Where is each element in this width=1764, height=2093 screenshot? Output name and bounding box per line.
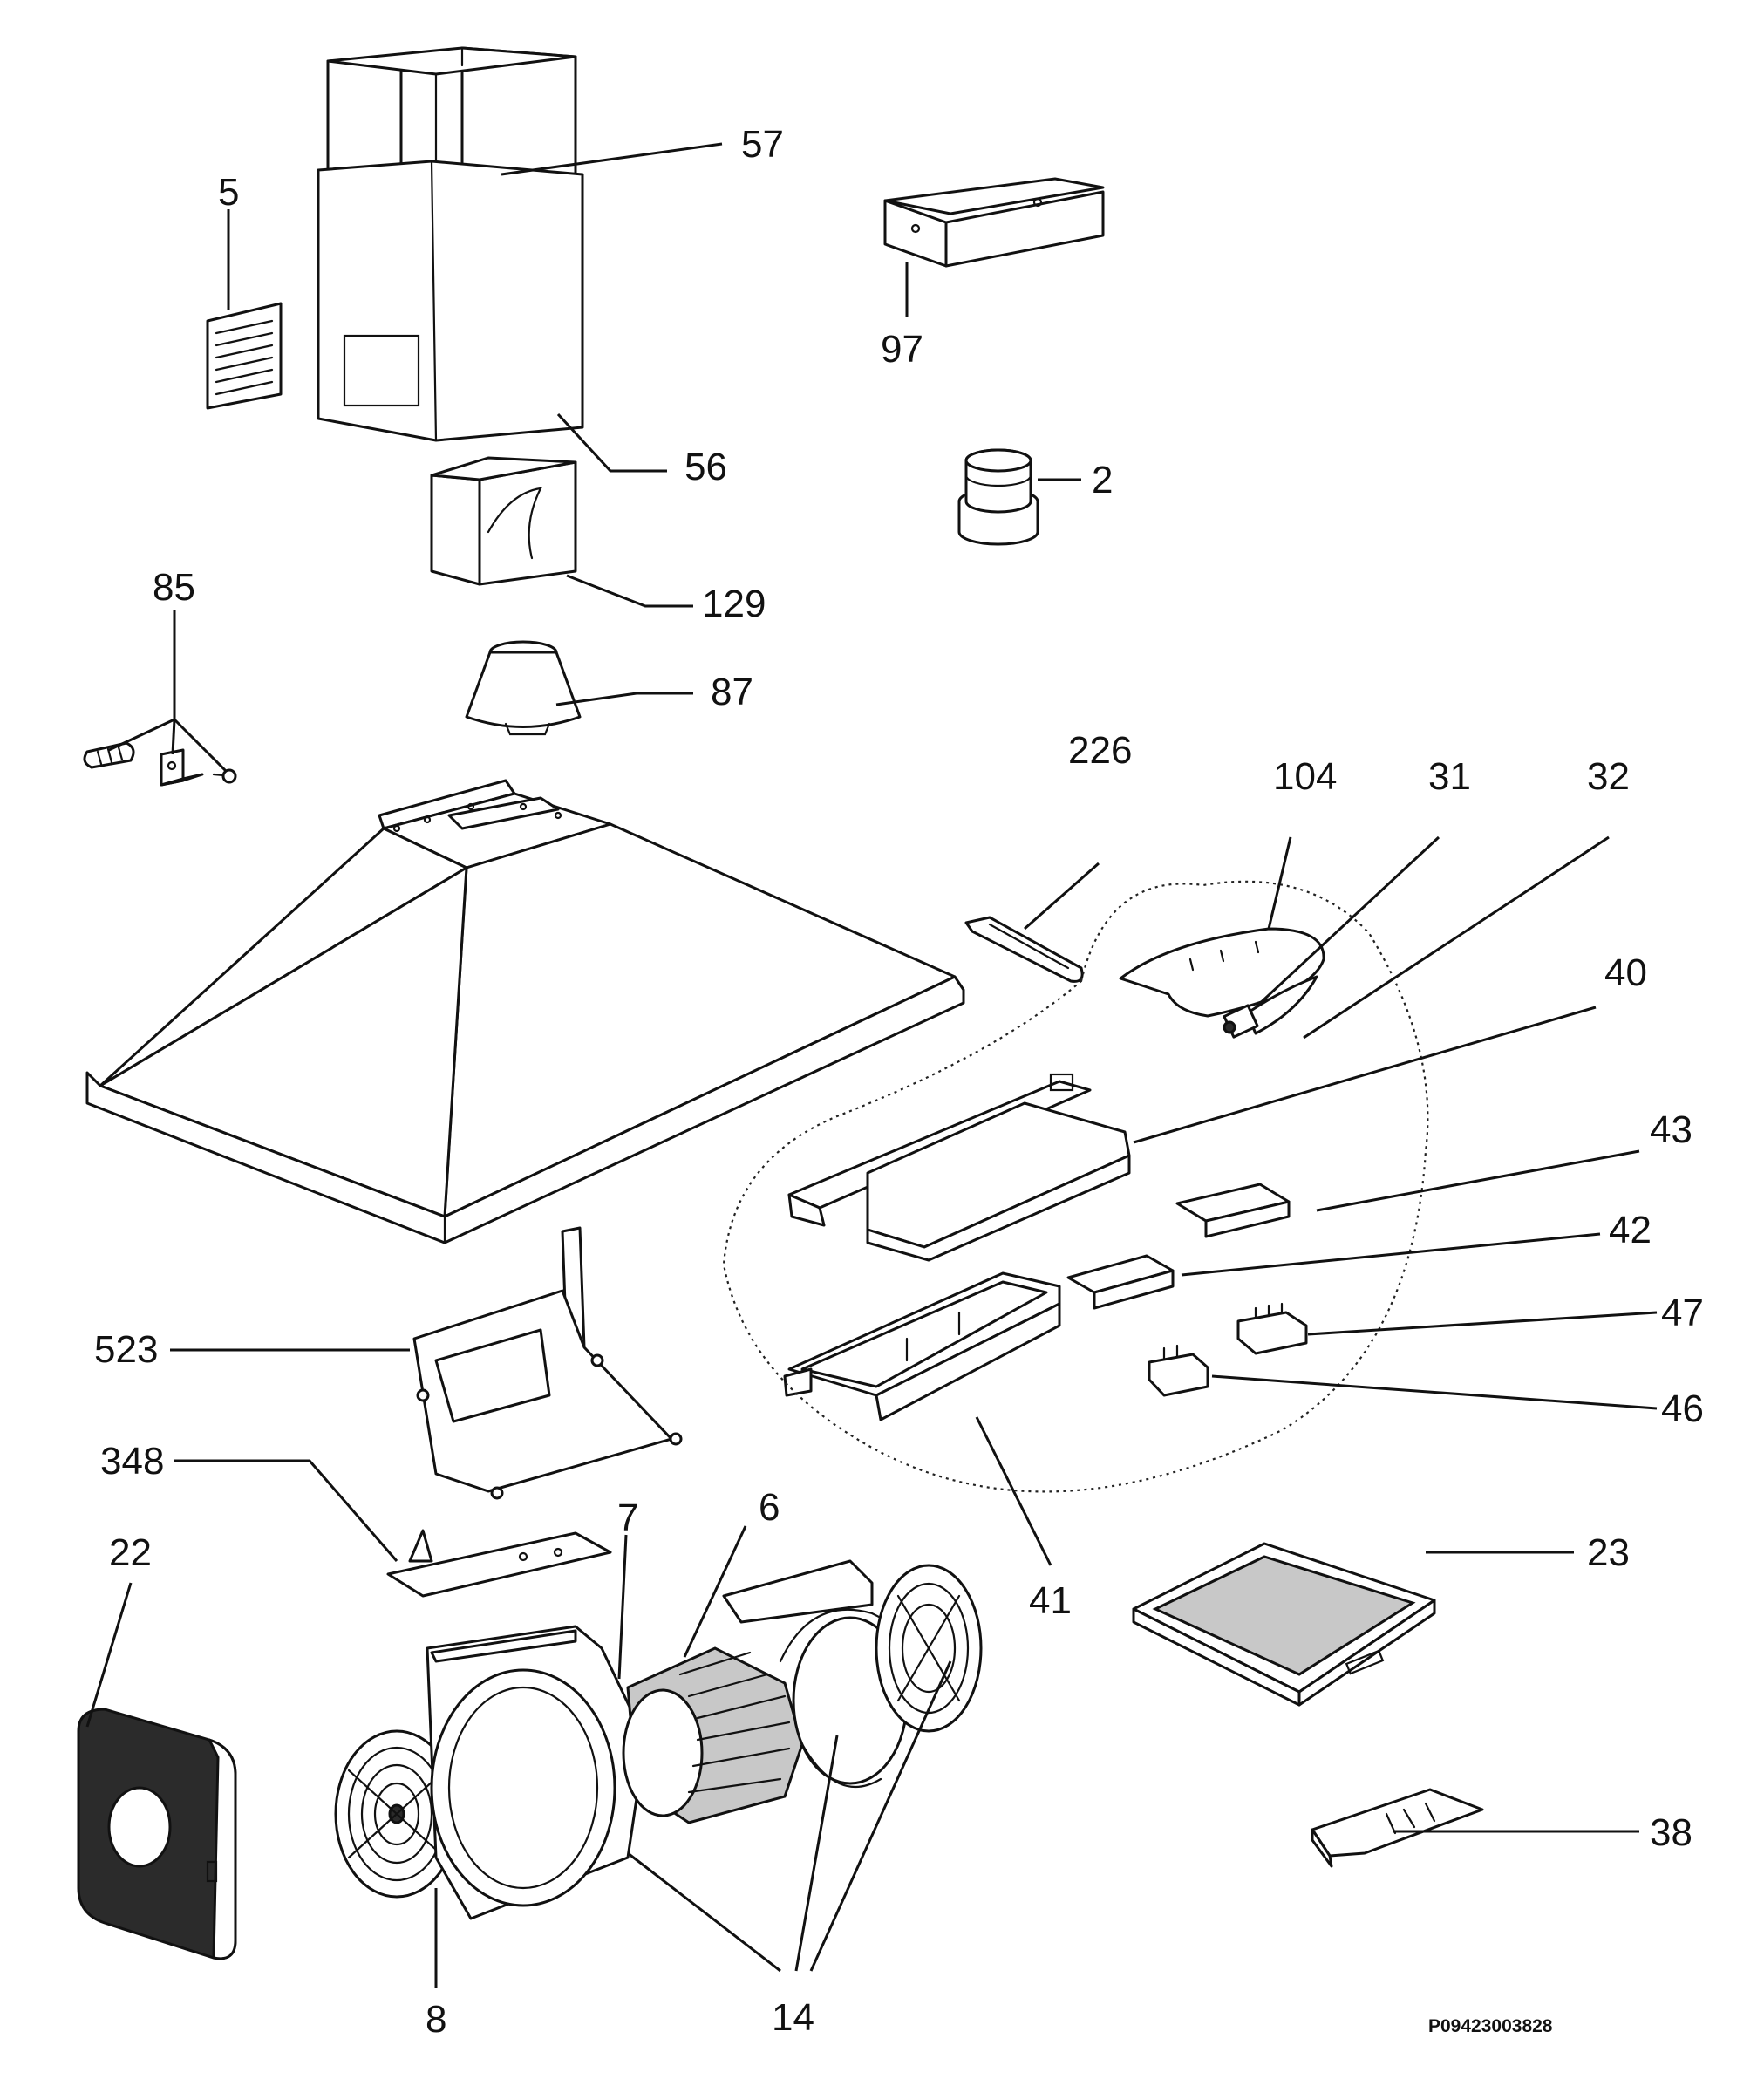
cover-plate-part	[1311, 1788, 1484, 1868]
switch-b-part	[1148, 1344, 1209, 1397]
callout-38: 38	[1650, 1811, 1692, 1854]
motor-bracket-part	[412, 1226, 683, 1500]
rear-fan-grille-part	[875, 1564, 983, 1733]
callout-348: 348	[100, 1440, 164, 1483]
callout-129: 129	[702, 583, 766, 625]
fixing-kit-part	[83, 741, 237, 787]
base-plate-part	[386, 1529, 612, 1598]
light-housing-part	[787, 1073, 1131, 1262]
leader-lines	[85, 142, 1658, 1988]
lens-a-part	[1175, 1183, 1291, 1238]
upper-chimney-part	[326, 46, 577, 181]
candle-bulb-part	[1223, 975, 1318, 1039]
lens-b-part	[1066, 1254, 1175, 1310]
control-tray-part	[783, 1271, 1061, 1421]
callout-labels: 57 5 97 56 2 129 85 87 226 104 31 32 40 …	[94, 123, 1704, 2041]
switch-a-part	[1236, 1302, 1308, 1355]
lower-chimney-part	[317, 160, 584, 442]
callout-32: 32	[1587, 755, 1630, 798]
callout-22: 22	[109, 1531, 152, 1574]
callout-2: 2	[1092, 459, 1113, 501]
grease-filter-part	[1132, 1542, 1436, 1707]
callout-8: 8	[426, 1998, 446, 2041]
callout-23: 23	[1587, 1531, 1630, 1574]
callout-97: 97	[881, 328, 923, 371]
callout-57: 57	[741, 123, 784, 166]
callout-6: 6	[759, 1486, 780, 1529]
callout-47: 47	[1661, 1292, 1704, 1334]
drawing-code: P09423003828	[1428, 2016, 1553, 2036]
callout-31: 31	[1428, 755, 1471, 798]
duct-adaptor-part	[957, 448, 1039, 546]
callout-56: 56	[684, 446, 727, 488]
callout-40: 40	[1604, 951, 1647, 994]
callout-14: 14	[772, 1996, 814, 2039]
lamp-strip-part	[964, 916, 1084, 983]
callout-85: 85	[153, 566, 195, 609]
conical-connector-part	[465, 640, 582, 736]
callout-42: 42	[1609, 1209, 1652, 1251]
callout-43: 43	[1650, 1108, 1692, 1151]
callout-226: 226	[1068, 729, 1132, 772]
callout-5: 5	[218, 171, 239, 214]
callout-87: 87	[711, 671, 753, 713]
callout-41: 41	[1029, 1579, 1072, 1622]
motor-impeller-part	[622, 1646, 804, 1824]
callout-7: 7	[617, 1496, 638, 1539]
mounting-bracket-part	[883, 177, 1105, 268]
callout-104: 104	[1273, 755, 1337, 798]
callout-46: 46	[1661, 1387, 1704, 1430]
flap-valve-part	[430, 456, 577, 586]
vent-grille-part	[206, 302, 283, 410]
carbon-filter-part	[77, 1708, 237, 1960]
callout-523: 523	[94, 1328, 158, 1371]
fan-housing-part	[426, 1625, 647, 1920]
fan-grille-part	[334, 1729, 460, 1899]
hood-canopy-part	[85, 779, 965, 1244]
lamp-diffuser-part	[1119, 927, 1325, 1018]
